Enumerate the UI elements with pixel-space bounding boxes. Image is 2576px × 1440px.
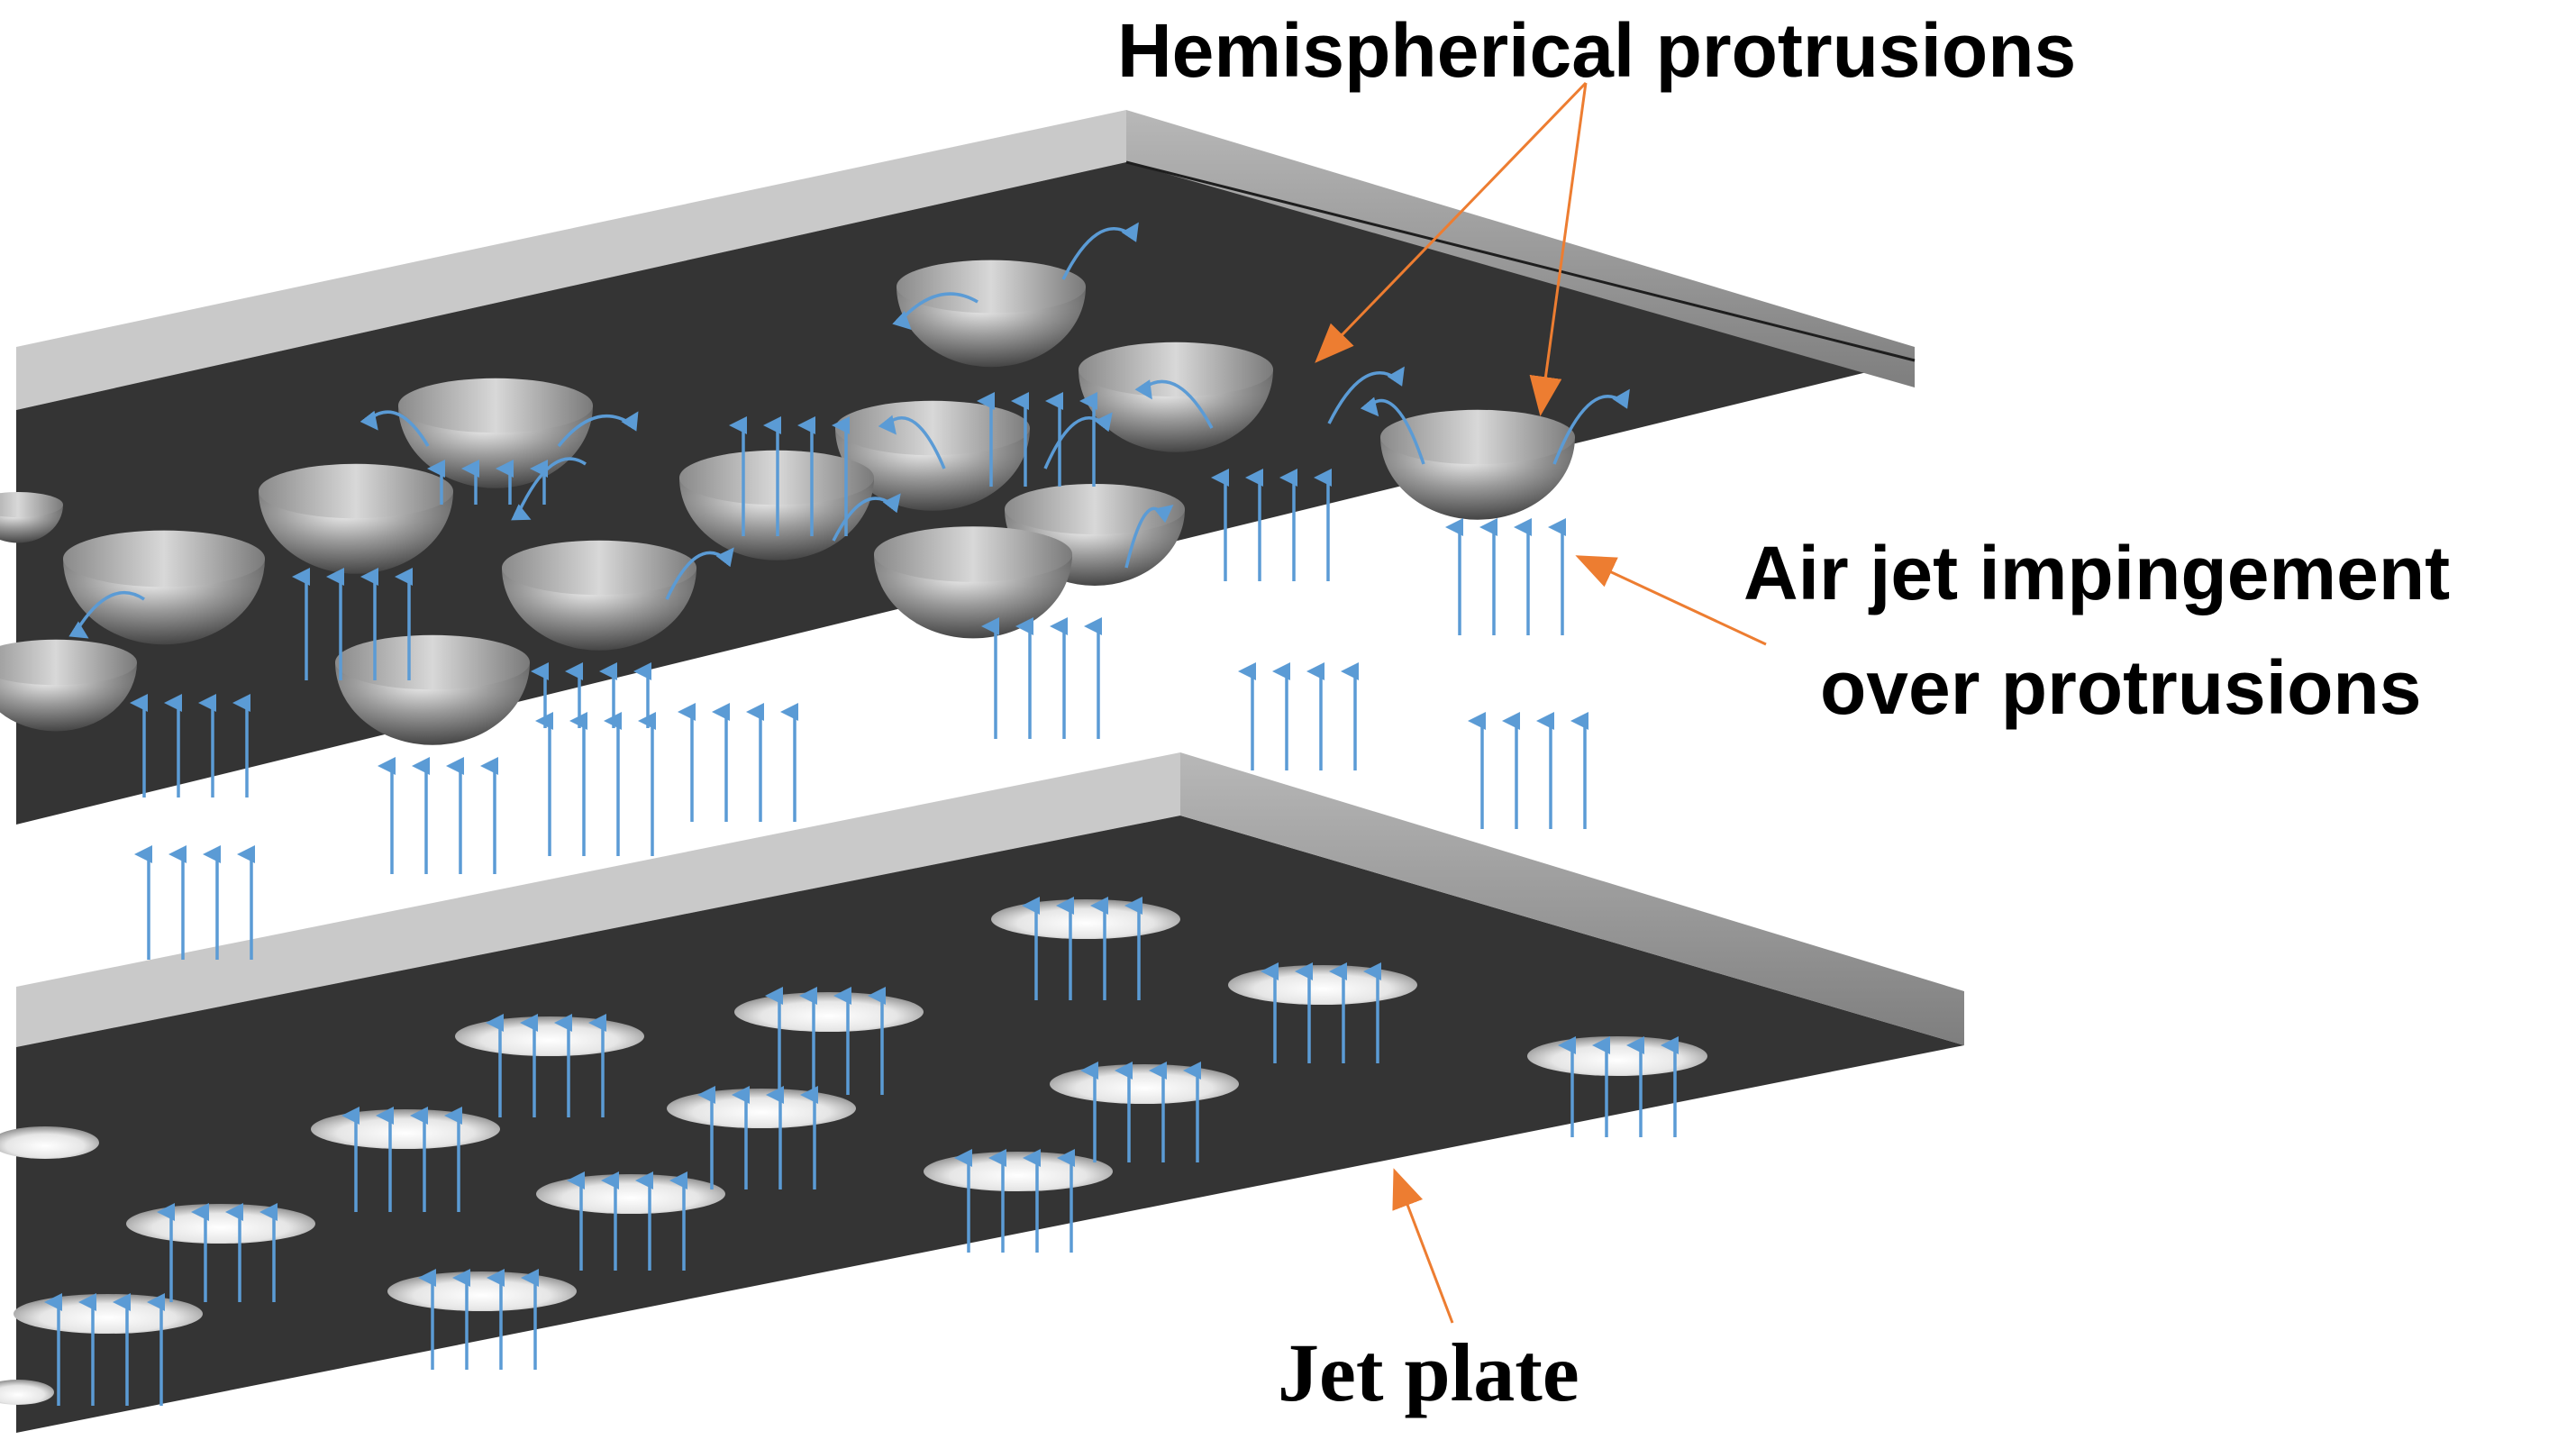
jet-hole [667, 1089, 856, 1128]
hemisphere-protrusion [1079, 342, 1273, 452]
protrusion-plate-side-edge [1126, 110, 1915, 387]
deflection-arrow [878, 415, 946, 469]
jet-hole [1228, 965, 1417, 1005]
jet-arrow-bundle [678, 703, 798, 822]
deflection-arrow [68, 590, 145, 639]
pointer-arrow-hemi-2 [1529, 82, 1588, 416]
jet-hole [0, 1380, 54, 1405]
deflection-arrow [892, 292, 979, 330]
label-hemispherical-protrusions: Hemispherical protrusions [1117, 8, 2077, 93]
jet-hole [1527, 1036, 1707, 1076]
jet-plate-side-edge [1180, 752, 1964, 1045]
hemisphere-protrusion [259, 463, 453, 574]
jet-arrow-bundle [1445, 518, 1566, 635]
jet-arrow-bundle [977, 392, 1097, 487]
hemisphere-protrusion [897, 260, 1086, 368]
label-jet-plate: Jet plate [1278, 1326, 1579, 1418]
jet-arrow-bundle [292, 568, 413, 680]
jet-arrow-bundle [44, 1293, 165, 1406]
deflection-arrows [68, 222, 1630, 639]
jet-arrow-bundle [567, 1171, 687, 1271]
hemisphere-protrusion [0, 639, 137, 732]
hemisphere-protrusion [1380, 409, 1575, 520]
pointer-arrow-air-jet [1575, 555, 1767, 646]
label-air-jet-line2: over protrusions [1820, 645, 2422, 730]
jet-arrow-bundle [535, 712, 656, 856]
jet-arrow-bundle [130, 694, 250, 797]
deflection-arrow [360, 410, 430, 447]
deflection-arrow [1327, 366, 1405, 424]
deflection-arrow [1552, 388, 1630, 465]
deflection-arrow [665, 547, 734, 600]
jet-arrow-bundle [697, 1086, 818, 1189]
jet-arrow-bundle [1468, 712, 1588, 829]
pointer-arrow-hemi-1 [1315, 81, 1588, 363]
jet-arrow-bundle [1238, 662, 1359, 770]
deflection-arrow [511, 457, 587, 521]
jet-hole [126, 1204, 315, 1244]
jet-hole [14, 1294, 203, 1334]
pointer-arrow-jet-plate [1392, 1168, 1454, 1324]
jet-arrows-group [44, 222, 1679, 1406]
jet-arrow-bundle [981, 617, 1102, 739]
jet-hole [387, 1271, 577, 1311]
jet-hole [0, 1126, 99, 1159]
hemisphere-protrusion [335, 634, 530, 745]
jet-arrow-bundle [418, 1269, 539, 1370]
deflection-arrow [1134, 379, 1214, 429]
jet-hole [536, 1174, 725, 1214]
jet-hole [455, 1016, 644, 1056]
pointer-arrows [1315, 81, 1767, 1324]
jet-hole [311, 1109, 500, 1149]
jet-arrow-bundle [531, 662, 651, 728]
jet-hole [1050, 1064, 1239, 1104]
jet-arrow-bundle [1022, 897, 1142, 1000]
deflection-arrow [1124, 504, 1174, 569]
hemisphere-protrusion [0, 492, 63, 543]
deflection-arrow [557, 411, 639, 448]
jet-plate-top-edge [16, 752, 1180, 1047]
deflection-arrow [832, 493, 901, 542]
label-air-jet-line1: Air jet impingement [1743, 531, 2451, 615]
jet-arrow-bundle [427, 460, 548, 505]
jet-hole [734, 992, 924, 1032]
deflection-arrow [1360, 396, 1425, 465]
hemisphere-protrusion [835, 400, 1030, 511]
jet-arrow-bundle [1261, 962, 1381, 1063]
jet-hole [924, 1152, 1113, 1191]
jet-arrow-bundle [1080, 1062, 1201, 1162]
jet-arrow-bundle [954, 1149, 1075, 1253]
jet-plate [16, 752, 1964, 1433]
jet-arrow-bundle [486, 1014, 606, 1117]
protrusions-group [0, 260, 1575, 745]
hemisphere-protrusion [874, 526, 1072, 639]
jet-hole [991, 899, 1180, 939]
deflection-arrow [1043, 412, 1113, 469]
jet-arrow-bundle [341, 1107, 462, 1212]
jet-arrow-bundle [1558, 1036, 1679, 1137]
jet-arrow-bundle [1211, 469, 1332, 581]
deflection-arrow [1061, 222, 1139, 280]
hemisphere-protrusion [502, 540, 696, 651]
jet-arrow-bundle [157, 1203, 278, 1302]
jet-arrow-bundle [378, 757, 498, 874]
jet-arrow-bundle [765, 987, 886, 1095]
jet-arrow-bundle [134, 845, 255, 960]
protrusion-plate-top-edge [16, 110, 1126, 410]
hemisphere-protrusion [63, 530, 265, 645]
